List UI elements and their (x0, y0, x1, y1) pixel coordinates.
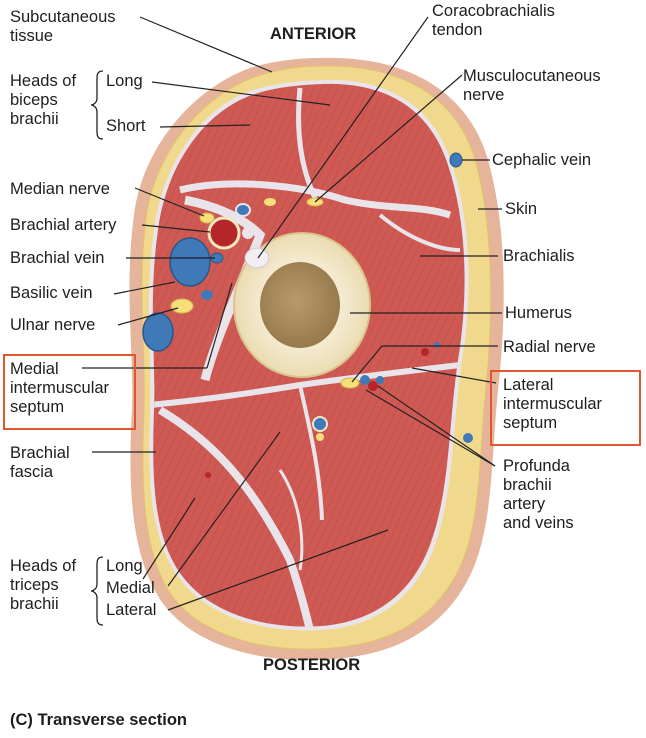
heads-triceps-label: Heads of triceps brachii (10, 557, 77, 613)
biceps-brace-icon (90, 70, 104, 140)
anterior-label: ANTERIOR (270, 25, 357, 43)
coracobrachialis-tendon-label: Coracobrachialis tendon (432, 2, 555, 39)
basilic-vein-label: Basilic vein (10, 284, 93, 302)
brachial-artery (207, 216, 241, 250)
brachial-fascia-label: Brachial fascia (10, 444, 70, 481)
radial-nerve-label: Radial nerve (503, 338, 596, 356)
medial-septum-highlight (3, 354, 136, 430)
figure-caption: (C) Transverse section (10, 711, 187, 729)
brachial-vein (169, 237, 211, 287)
radial-nerve (340, 377, 360, 389)
cephalic-vein-label: Cephalic vein (492, 151, 592, 169)
median-nerve-label: Median nerve (10, 180, 110, 198)
brachial-vein-label: Brachial vein (10, 249, 105, 267)
ulnar-nerve-label: Ulnar nerve (10, 316, 96, 334)
lateral-septum-highlight (490, 370, 641, 446)
cephalic-vein (449, 152, 463, 168)
triceps-long-label: Long (106, 557, 143, 575)
coracobrachialis-tendon (244, 247, 270, 269)
triceps-lateral-label: Lateral (106, 601, 157, 619)
triceps-brace-icon (90, 556, 104, 626)
brachial-artery-label: Brachial artery (10, 216, 117, 234)
subcutaneous-tissue-label: Subcutaneous tissue (10, 8, 116, 45)
brachialis-label: Brachialis (503, 247, 575, 265)
medial-septum-label: Medial intermuscular septum (10, 360, 110, 416)
humerus-label: Humerus (505, 304, 572, 322)
heads-biceps-label: Heads of biceps brachii (10, 72, 77, 128)
leader-lines (82, 16, 502, 611)
median-nerve (199, 212, 215, 224)
basilic-vein (142, 312, 174, 352)
humerus-marrow (260, 262, 340, 348)
musculocutaneous-nerve-label: Musculocutaneous nerve (463, 67, 601, 104)
ulnar-nerve (170, 298, 194, 314)
skin-label: Skin (505, 200, 538, 218)
lateral-septum-label: Lateral intermuscular septum (503, 376, 603, 432)
profunda-vessel (360, 375, 370, 385)
biceps-short-label: Short (106, 117, 146, 135)
triceps-medial-label: Medial (106, 579, 155, 597)
posterior-label: POSTERIOR (263, 656, 361, 674)
biceps-long-label: Long (106, 72, 143, 90)
profunda-label: Profunda brachii artery and veins (503, 457, 574, 532)
